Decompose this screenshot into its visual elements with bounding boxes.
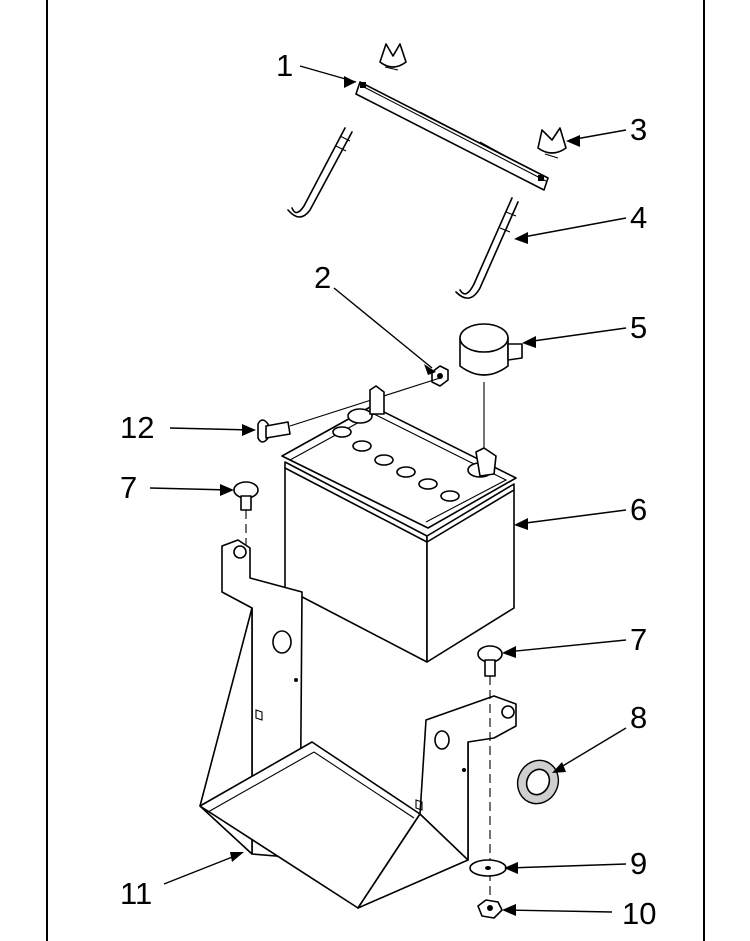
part-3-wing-nut bbox=[537, 127, 567, 159]
part-1-hold-down-bar bbox=[355, 43, 549, 191]
callout-9: 9 bbox=[630, 846, 647, 881]
callout-1: 1 bbox=[276, 48, 293, 83]
callout-5: 5 bbox=[630, 310, 647, 345]
callout-7-upper: 7 bbox=[120, 470, 137, 505]
part-8-grommet bbox=[516, 759, 560, 805]
callout-6: 6 bbox=[630, 492, 647, 527]
part-10-nut bbox=[477, 899, 503, 919]
part-6-battery bbox=[281, 385, 517, 663]
part-5-terminal-cap bbox=[459, 323, 523, 460]
right-border-line bbox=[703, 0, 705, 941]
callout-labels: 1 2 3 4 5 6 7 7 8 9 10 11 12 bbox=[120, 48, 656, 931]
callout-4: 4 bbox=[630, 200, 647, 235]
leader-lines bbox=[149, 65, 627, 916]
part-7-bolt-upper bbox=[233, 481, 259, 580]
callout-7-lower: 7 bbox=[630, 622, 647, 657]
left-border-line bbox=[46, 0, 48, 941]
part-12-bolt bbox=[257, 377, 441, 443]
callout-2: 2 bbox=[314, 260, 331, 295]
part-9-washer bbox=[469, 859, 507, 877]
callout-11: 11 bbox=[120, 876, 152, 911]
part-11-battery-tray bbox=[199, 539, 517, 909]
callout-8: 8 bbox=[630, 700, 647, 735]
callout-10: 10 bbox=[622, 896, 656, 931]
callout-3: 3 bbox=[630, 112, 647, 147]
part-4-j-bolt bbox=[455, 197, 519, 299]
callout-12: 12 bbox=[120, 410, 154, 445]
part-2-nut bbox=[431, 365, 449, 387]
part-j-bolt-left bbox=[287, 127, 353, 218]
